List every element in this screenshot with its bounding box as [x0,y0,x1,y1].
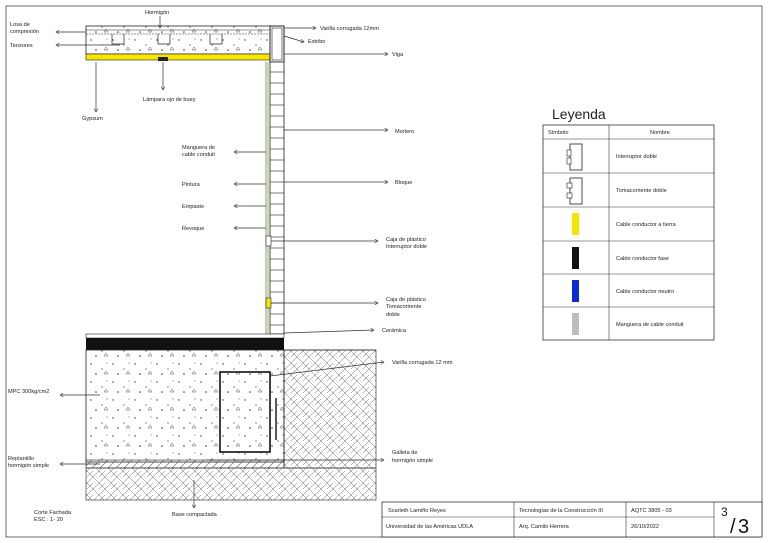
course-code: AQTC 3805 - 03 [631,508,672,514]
legend: Leyenda Símbolo Nombre Interruptor doble… [542,106,715,341]
label-mpc: MPC 300kg/cm2 [8,389,49,395]
outlet-box-icon [265,297,272,309]
label-caja-toma-1: Caja de plástico [386,297,426,303]
label-pintura: Pintura [182,182,201,188]
label-caja-int-1: Caja de plástico [386,237,426,243]
label-empaste: Empaste [182,204,204,210]
soil [283,349,377,469]
gypsum-ceiling [85,53,271,61]
label-losa-2: compresión [10,29,39,35]
legend-row-1-name: Interruptor doble [616,154,657,160]
course: Tecnologías de la Construcción III [519,508,603,514]
switch-box-icon [265,235,272,247]
outlet-double-icon [566,177,583,205]
sheet-total: 3 [738,516,749,538]
legend-row-4-name: Cable conductor fase [616,256,669,262]
university: Universidad de las Américas UDLA [386,524,473,530]
lean-concrete [85,459,285,469]
foundation [85,333,377,501]
floor-slab [86,338,284,350]
label-varilla-bot: Varilla corrugada 12 mm [392,360,453,366]
label-viga: Viga [392,52,404,58]
label-tensores: Tensores [10,43,33,49]
date: 26/10/2022 [631,524,659,530]
legend-row-6-name: Manguera de cable conduit [616,322,684,328]
footing-rebar-cage [219,371,271,453]
block-wall [265,61,285,335]
label-losa-1: Losa de [10,22,30,28]
swatch-phase [572,247,579,269]
label-caja-toma-2: Tomacorriente [386,304,421,310]
compacted-base [85,467,377,501]
label-galleta-2: hormigón simple [392,458,433,464]
label-estribo: Estribo [308,39,325,45]
legend-row-5-name: Cable conductor neutro [616,289,674,295]
label-bloque: Bloque [395,180,412,186]
author: Scarleth Lamiño Reyes [388,508,446,514]
label-ceramica: Cerámica [382,328,407,334]
swatch-ground [572,213,579,235]
label-revoque: Revoque [182,226,204,232]
swatch-conduit [572,313,579,335]
label-manguera-2: cable conduit [182,152,215,158]
label-corte: Corte Fachada [34,510,72,516]
slab [85,25,271,61]
label-replantillo-1: Replantillo [8,456,34,462]
label-mortero: Mortero [395,129,414,135]
switch-double-icon [566,143,583,171]
label-galleta-1: Galleta de [392,450,418,456]
label-caja-int-2: Interruptor doble [386,244,427,250]
legend-col-symbol: Símbolo [548,130,569,136]
label-replantillo-2: hormigón simple [8,463,49,469]
label-manguera-1: Manguera de [182,145,215,151]
ceramic-floor [85,333,285,339]
label-escala: ESC : 1- 20 [34,517,63,523]
legend-title: Leyenda [552,106,606,122]
legend-col-name: Nombre [650,130,670,136]
sheet-separator: / [730,516,736,538]
label-gypsum: Gypsum [82,116,103,122]
professor: Arq. Camilo Herrera [519,524,570,530]
leader-lines [56,16,388,508]
legend-row-3-name: Cable conductor a tierra [616,222,677,228]
label-varilla-top: Varilla corrugada 12mm [320,26,379,32]
footing [85,349,285,463]
label-hormigon: Hormigón [145,10,169,16]
label-base: Base compactada [172,512,218,518]
legend-row-2-name: Tomacorriente doble [616,188,667,194]
label-lampara: Lámpara ojo de buey [143,97,196,103]
label-caja-toma-3: doble [386,312,400,318]
lamp-icon [158,57,168,61]
title-block: Scarleth Lamiño Reyes Tecnologías de la … [381,501,763,538]
swatch-neutral [572,280,579,302]
sheet-number: 3 [721,505,728,519]
